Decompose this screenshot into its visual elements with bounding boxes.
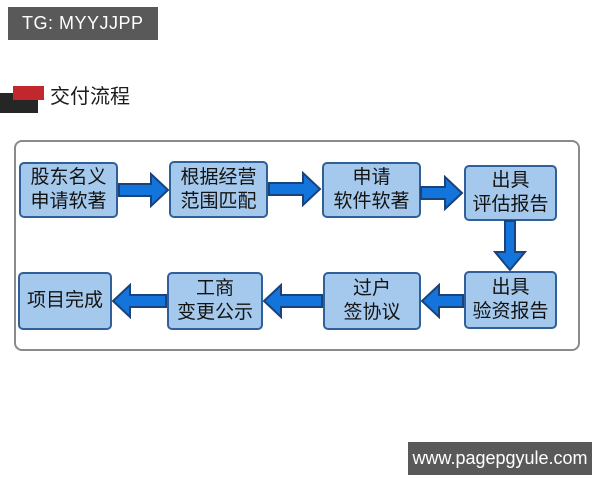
flow-step-line: 根据经营 [180,166,257,188]
website-watermark-badge: www.pagepgyule.com [408,442,592,475]
flow-step-line: 股东名义 [30,167,107,188]
flow-step-line: 出具 [491,170,530,191]
arrow-left-icon [111,283,167,319]
flow-step-match-scope: 根据经营 范围匹配 [169,161,268,218]
flow-step-line: 变更公示 [176,302,253,323]
arrow-right-icon [420,175,464,211]
flow-step-line: 申请软著 [30,191,107,212]
flow-step-transfer-sign-agreement: 过户 签协议 [323,272,421,330]
flow-step-line: 过户 [352,278,391,299]
flow-step-shareholder-apply: 股东名义 申请软著 [19,162,118,218]
telegram-watermark-badge: TG: MYYJJPP [8,7,158,40]
flow-step-line: 评估报告 [472,194,549,215]
arrow-right-icon [268,171,322,207]
arrow-left-icon [262,283,323,319]
flow-step-line: 工商 [195,278,234,299]
flow-step-capital-verification-report: 出具 验资报告 [464,271,557,329]
section-title: 交付流程 [50,86,130,108]
flow-step-line: 申请 [352,167,391,188]
flow-step-project-complete: 项目完成 [18,272,112,330]
flow-step-business-change-publicity: 工商 变更公示 [167,272,263,330]
flow-step-line: 验资报告 [472,301,549,322]
section-marker-red-icon [13,86,44,100]
arrow-left-icon [420,283,464,319]
flow-step-line: 项目完成 [26,290,103,311]
flow-step-line: 软件软著 [333,191,410,212]
arrow-right-icon [118,172,170,208]
flow-step-apply-software: 申请 软件软著 [322,162,421,218]
arrow-down-icon [493,220,527,272]
flow-step-line: 签协议 [343,302,401,323]
flow-step-line: 出具 [491,277,530,298]
flow-step-line: 范围匹配 [180,190,257,212]
flow-step-assessment-report: 出具 评估报告 [464,165,557,221]
